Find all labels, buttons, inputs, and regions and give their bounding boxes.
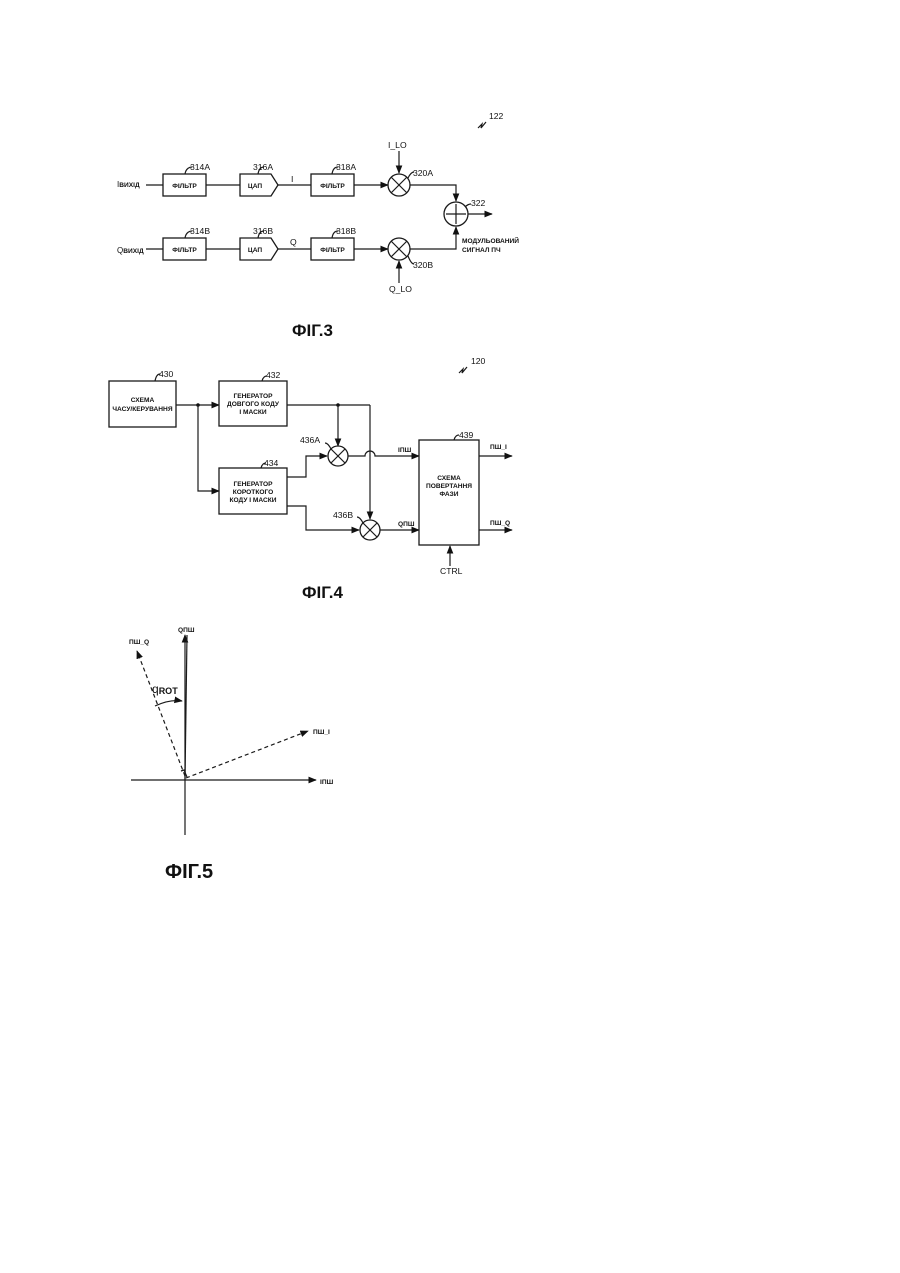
- ref-120-arrow: [459, 367, 467, 373]
- i-pn-label: IПШ: [398, 447, 412, 454]
- svg-text:314B: 314B: [190, 226, 210, 236]
- svg-text:СХЕМА: СХЕМА: [131, 397, 155, 404]
- fig4-diagram: 120 СХЕМА ЧАСУ/КЕРУВАННЯ 430 ГЕНЕРАТОР Д…: [109, 356, 512, 602]
- svg-text:316A: 316A: [253, 162, 273, 172]
- ref-122-arrow: [478, 122, 486, 128]
- svg-text:I: I: [291, 174, 293, 184]
- ref-122: 122: [489, 111, 504, 121]
- svg-text:СХЕМА: СХЕМА: [437, 475, 461, 482]
- svg-text:Q: Q: [290, 237, 297, 247]
- svg-text:314A: 314A: [190, 162, 210, 172]
- input-i-label: IВИХІД: [117, 180, 140, 189]
- svg-text:ФІЛЬТР: ФІЛЬТР: [320, 247, 345, 254]
- theta-rot-label: qROT: [152, 682, 178, 696]
- svg-text:І МАСКИ: І МАСКИ: [239, 409, 267, 416]
- svg-text:320B: 320B: [413, 260, 433, 270]
- output-label-line1: МОДУЛЬОВАНИЙ: [462, 236, 519, 245]
- svg-text:ЧАСУ/КЕРУВАННЯ: ЧАСУ/КЕРУВАННЯ: [112, 406, 172, 413]
- i-lo-label: I_LO: [388, 140, 407, 150]
- svg-text:436B: 436B: [333, 510, 353, 520]
- input-q-label: QВИХІД: [117, 246, 144, 255]
- pn-q-vector: [137, 651, 185, 776]
- timing-control-430: [109, 381, 176, 427]
- svg-text:439: 439: [459, 430, 474, 440]
- svg-text:КОДУ І МАСКИ: КОДУ І МАСКИ: [229, 497, 276, 504]
- svg-text:434: 434: [264, 458, 279, 468]
- svg-text:ЦАП: ЦАП: [248, 247, 262, 254]
- ref-120: 120: [471, 356, 486, 366]
- pn-i-vector: [186, 731, 308, 778]
- pn-i-output: ПШ_I: [490, 444, 507, 451]
- svg-text:ФІЛЬТР: ФІЛЬТР: [320, 183, 345, 190]
- axis-i-label: IПШ: [320, 779, 334, 786]
- axis-q-label: QПШ: [178, 627, 195, 634]
- fig4-caption: ФІГ.4: [302, 583, 343, 602]
- svg-text:316B: 316B: [253, 226, 273, 236]
- svg-text:318A: 318A: [336, 162, 356, 172]
- pn-q-label: ПШ_Q: [129, 639, 149, 646]
- svg-text:ФАЗИ: ФАЗИ: [439, 491, 458, 498]
- output-label-line2: СИГНАЛ ПЧ: [462, 247, 501, 254]
- svg-text:320A: 320A: [413, 168, 433, 178]
- svg-text:ФІЛЬТР: ФІЛЬТР: [172, 183, 197, 190]
- ctrl-label: CTRL: [440, 566, 463, 576]
- svg-text:322: 322: [471, 198, 486, 208]
- q-lo-label: Q_LO: [389, 284, 412, 294]
- svg-text:ГЕНЕРАТОР: ГЕНЕРАТОР: [234, 481, 274, 488]
- fig3-caption: ФІГ.3: [292, 321, 333, 340]
- svg-text:ФІЛЬТР: ФІЛЬТР: [172, 247, 197, 254]
- svg-text:КОРОТКОГО: КОРОТКОГО: [233, 489, 274, 496]
- svg-text:430: 430: [159, 369, 174, 379]
- svg-text:ПОВЕРТАННЯ: ПОВЕРТАННЯ: [426, 483, 472, 490]
- fig5-caption: ФІГ.5: [165, 861, 213, 883]
- svg-text:318B: 318B: [336, 226, 356, 236]
- svg-text:432: 432: [266, 370, 281, 380]
- svg-text:ДОВГОГО КОДУ: ДОВГОГО КОДУ: [227, 401, 280, 408]
- fig3-diagram: 122 IВИХІД ФІЛЬТР 314A ЦАП 316A I ФІЛЬТР…: [117, 111, 519, 340]
- pn-i-label: ПШ_I: [313, 729, 330, 736]
- svg-text:ЦАП: ЦАП: [248, 183, 262, 190]
- q-pn-label: QПШ: [398, 521, 415, 528]
- svg-text:ГЕНЕРАТОР: ГЕНЕРАТОР: [234, 393, 274, 400]
- rotation-arc: [155, 701, 182, 706]
- fig5-diagram: QПШ IПШ ПШ_Q ПШ_I qROT ФІГ.5: [129, 627, 334, 883]
- svg-text:436A: 436A: [300, 435, 320, 445]
- pn-q-output: ПШ_Q: [490, 520, 510, 527]
